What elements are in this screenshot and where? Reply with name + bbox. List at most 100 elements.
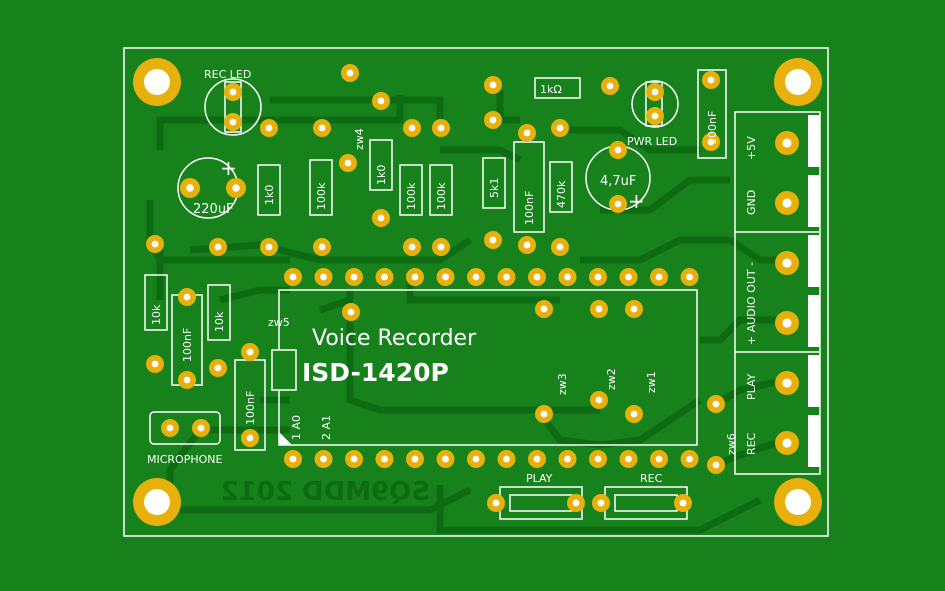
r10k-a-label: 10k	[150, 304, 163, 325]
zw5-label: zw5	[268, 316, 290, 329]
drill-hole	[489, 116, 497, 124]
drill-hole	[686, 273, 693, 281]
drill-hole	[381, 455, 388, 463]
drill-hole	[442, 455, 449, 463]
drill-hole	[318, 124, 326, 132]
drill-hole	[540, 410, 548, 418]
drill-hole	[651, 112, 659, 120]
drill-hole	[614, 146, 622, 154]
c100n-a-label: 100nF	[523, 191, 536, 225]
drill-hole	[229, 88, 237, 96]
drill-hole	[346, 69, 354, 77]
r1k0-label: 1k0	[263, 185, 276, 205]
r100k-c-label: 100k	[435, 182, 448, 210]
r1k-top-label: 1kΩ	[540, 83, 562, 96]
drill-hole	[197, 424, 205, 432]
drill-hole	[186, 184, 194, 192]
drill-hole	[151, 360, 159, 368]
conn-5v-label: +5V	[745, 136, 758, 160]
drill-hole	[625, 273, 632, 281]
drill-hole	[320, 273, 327, 281]
drill-hole	[564, 455, 571, 463]
connector-slots	[808, 115, 820, 467]
drill-hole	[377, 97, 385, 105]
drill-hole	[782, 318, 792, 328]
drill-hole	[679, 499, 687, 507]
drill-hole	[782, 378, 792, 388]
c100n-c-label: 100nF	[244, 391, 257, 425]
c220-label: 220uF	[193, 202, 234, 217]
drill-hole	[492, 499, 500, 507]
drill-hole	[614, 200, 622, 208]
drill-hole	[166, 424, 174, 432]
plus-marker: +	[628, 189, 645, 213]
drill-hole	[572, 499, 580, 507]
drill-hole	[594, 455, 602, 463]
drill-hole	[350, 455, 358, 463]
drill-hole	[214, 243, 222, 251]
drill-hole	[712, 461, 720, 469]
drill-hole	[214, 364, 222, 372]
drill-hole	[489, 236, 497, 244]
ic-notch	[271, 349, 297, 391]
conn-audio-label: + AUDIO OUT -	[745, 262, 758, 345]
drill-hole	[782, 438, 792, 448]
drill-hole	[289, 455, 297, 463]
drill-hole	[782, 258, 792, 268]
rec-led-label: REC LED	[204, 68, 251, 81]
silkscreen-labels: REC LED PWR LED 220uF 4,7uF + + 1kΩ 1k0 …	[147, 68, 758, 485]
drill-hole	[350, 273, 358, 281]
c100n-top-label: 100nF	[706, 111, 719, 145]
drill-hole	[655, 455, 663, 463]
drill-hole	[523, 241, 531, 249]
drill-hole	[556, 124, 564, 132]
c47-label: 4,7uF	[600, 174, 636, 189]
board-outline	[123, 47, 829, 537]
author-mark-mirrored: SQ9MDD 2012	[221, 477, 430, 507]
drill-hole	[377, 214, 385, 222]
drill-hole	[564, 273, 571, 281]
zw2-label: zw2	[605, 368, 618, 390]
drill-hole	[408, 124, 416, 132]
drill-hole	[655, 273, 663, 281]
zw3-label: zw3	[556, 373, 569, 395]
r470k-label: 470k	[555, 180, 568, 208]
drill-hole	[289, 273, 297, 281]
drill-hole	[437, 124, 445, 132]
drill-hole	[782, 138, 792, 148]
drill-hole	[318, 243, 326, 251]
play-button-label: PLAY	[526, 472, 553, 485]
drill-hole	[246, 434, 254, 442]
drill-hole	[533, 455, 541, 463]
pin-a1-label: 2 A1	[320, 415, 333, 440]
drill-hole	[707, 76, 715, 84]
drill-hole	[408, 243, 416, 251]
resistor-outline	[257, 164, 281, 216]
drill-hole	[232, 184, 240, 192]
pwr-led-label: PWR LED	[627, 135, 677, 148]
drill-hole	[595, 396, 603, 404]
drill-hole	[707, 138, 715, 146]
drill-hole	[686, 455, 693, 463]
conn-gnd-label: GND	[745, 190, 758, 215]
drill-hole	[503, 455, 510, 463]
drill-hole	[489, 81, 497, 89]
drill-hole	[712, 400, 720, 408]
drill-hole	[651, 88, 659, 96]
r5k1-label: 5k1	[488, 178, 501, 198]
drill-hole	[595, 305, 603, 313]
pin1-marker	[279, 432, 292, 445]
zw4-label: zw4	[353, 128, 366, 150]
drill-hole	[437, 243, 445, 251]
zw1-label: zw1	[645, 371, 658, 393]
r10k-b-label: 10k	[213, 311, 226, 332]
drill-hole	[625, 455, 632, 463]
drill-hole	[411, 273, 419, 281]
microphone-label: MICROPHONE	[147, 453, 223, 466]
drill-hole	[344, 159, 352, 167]
drill-hole	[533, 273, 541, 281]
drill-hole	[229, 118, 237, 126]
drill-hole	[442, 273, 449, 281]
plus-marker: +	[220, 156, 237, 180]
